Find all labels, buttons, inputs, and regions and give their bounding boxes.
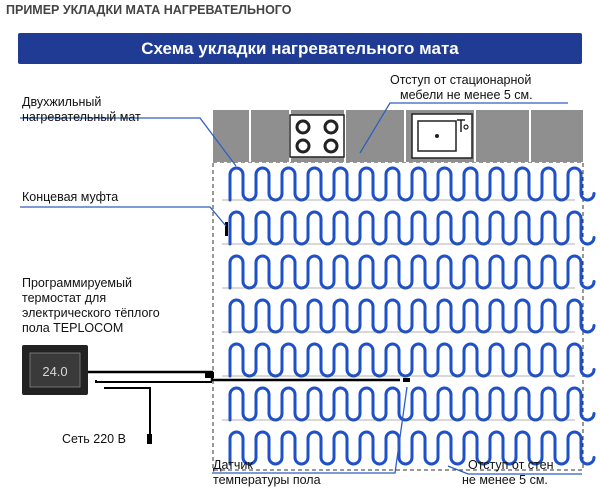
- leader-lines: [20, 102, 582, 475]
- mat-label-2: нагревательный мат: [22, 110, 141, 124]
- thermostat-label-3: электрического тёплого: [22, 306, 160, 320]
- cooktop-icon: [289, 114, 345, 158]
- thermostat-label-1: Программируемый: [22, 276, 132, 290]
- heating-cable: [228, 166, 596, 466]
- wall-offset-label-1: Отступ от стен: [468, 458, 554, 472]
- sensor-label-1: Датчик: [213, 458, 253, 472]
- kitchen-countertop: [213, 110, 583, 162]
- diagram-title: Схема укладки нагревательного мата: [18, 33, 582, 64]
- thermostat-label-2: термостат для: [22, 291, 107, 305]
- sensor-label-2: температуры пола: [213, 473, 321, 487]
- wall-offset-label-2: не менее 5 см.: [462, 473, 548, 487]
- mat-label-1: Двухжильный: [22, 95, 102, 109]
- thermostat-display: 24.0: [42, 364, 67, 379]
- wires: [88, 370, 410, 440]
- end-coupling-icon: [225, 222, 228, 236]
- end-coupling-label: Концевая муфта: [22, 190, 119, 204]
- thermostat-icon: 24.0: [22, 345, 88, 395]
- mat-mesh-lines: [222, 199, 575, 421]
- mains-label: Сеть 220 В: [62, 432, 126, 446]
- furniture-offset-label-1: Отступ от стационарной: [390, 73, 532, 87]
- furniture-offset-label-2: мебели не менее 5 см.: [400, 88, 533, 102]
- thermostat-label-4: пола TEPLOCOM: [22, 321, 124, 335]
- sink-icon: [411, 113, 473, 159]
- page-header: ПРИМЕР УКЛАДКИ МАТА НАГРЕВАТЕЛЬНОГО: [6, 3, 292, 17]
- mains-plug-icon: [147, 434, 152, 444]
